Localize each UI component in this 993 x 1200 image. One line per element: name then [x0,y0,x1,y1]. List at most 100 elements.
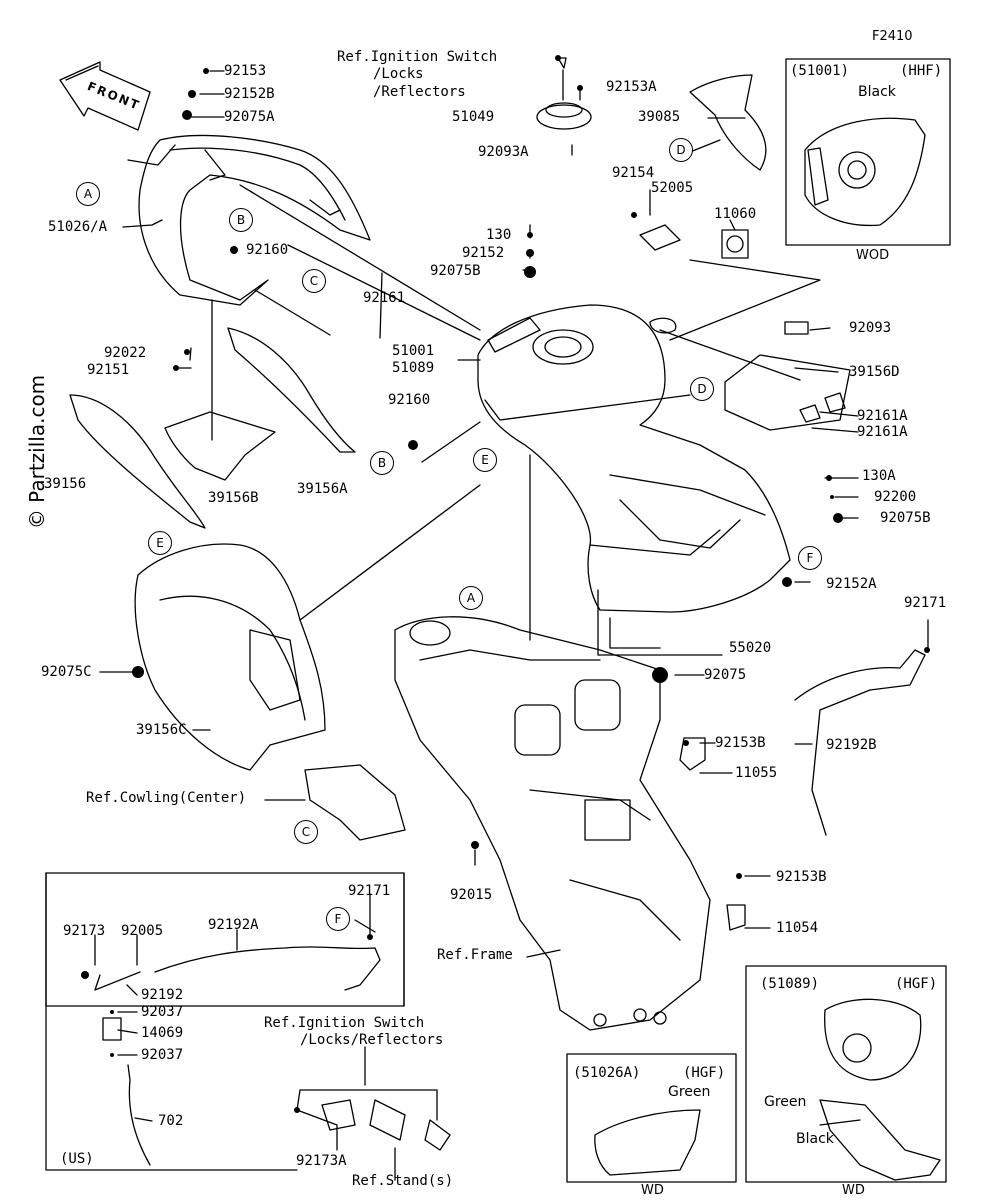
ref-ignition-top-2: /Locks [373,66,424,82]
part-label: 39156C [136,722,187,738]
inset-51026A-color: Green [668,1084,711,1100]
part-label: 92075B [880,510,931,526]
part-label: 92161A [857,408,908,424]
inset-51089-variant: (HGF) [895,976,938,992]
part-label: 92153A [606,79,657,95]
heat-shield-part [134,543,326,771]
ref-cowling-center: Ref.Cowling(Center) [86,790,247,806]
inset-51089-footer: WD [842,1183,865,1198]
cover-39085 [689,74,767,171]
part-label: 92161A [857,424,908,440]
part-label: 51001 [392,343,435,359]
part-label: 92093 [849,320,892,336]
part-label: 92075A [224,109,275,125]
inset-51026A-footer: WD [641,1183,664,1198]
part-label: 92160 [388,392,431,408]
callout-b: B [229,208,253,232]
part-label: 52005 [651,180,694,196]
callout-f: F [326,907,350,931]
ref-ignition-bottom-1: Ref.Ignition Switch [264,1015,425,1031]
part-label: 130 [486,227,512,243]
part-label: 55020 [729,640,772,656]
inset-51089-color-green: Green [764,1094,807,1110]
part-label: 51089 [392,360,435,376]
fuel-tank-part [477,304,791,613]
ref-frame: Ref.Frame [437,947,513,963]
callout-c: C [294,820,318,844]
part-label: 92173 [63,923,106,939]
frame-part [394,616,711,1031]
part-label: 92171 [348,883,391,899]
part-label: 92075B [430,263,481,279]
inset-51089-code: (51089) [760,976,820,992]
part-label: 92037 [141,1047,184,1063]
panel-39156 [69,394,206,529]
callout-b: B [370,451,394,475]
part-label: 92005 [121,923,164,939]
callout-f: F [798,546,822,570]
part-label: 92192A [208,917,259,933]
inset-51001-code: (51001) [790,63,850,79]
part-label: 92173A [296,1153,347,1169]
panel-39156B [164,411,276,481]
inset-51001-variant: (HHF) [900,63,943,79]
inset-51026A-code: (51026A) [573,1065,641,1081]
part-label: 92171 [904,595,947,611]
part-label: 130A [862,468,896,484]
inset-frame-51026A [566,1053,737,1183]
figure-code: F2410 [872,29,913,44]
part-label: 92015 [450,887,493,903]
part-label: 39156A [297,481,348,497]
front-arrow-icon [59,61,151,131]
inset-51001-footer: WOD [856,248,890,263]
part-label: 92152B [224,86,275,102]
part-label: 92075 [704,667,747,683]
callout-d: D [669,138,693,162]
ref-ignition-top-3: /Reflectors [373,84,466,100]
part-label: 92154 [612,165,655,181]
us-box-frame [45,872,405,1171]
part-label: 92192B [826,737,877,753]
part-label: 92037 [141,1004,184,1020]
hose-92192B [794,649,926,836]
hose-702 [127,1064,151,1166]
ref-stand: Ref.Stand(s) [352,1173,454,1189]
callout-c: C [302,269,326,293]
part-label: 92151 [87,362,130,378]
part-label: 92093A [478,144,529,160]
shield-39156D [724,354,851,431]
part-label: 51026/A [48,219,108,235]
part-label: 92153B [776,869,827,885]
inset-51026A-variant: (HGF) [683,1065,726,1081]
part-label: 39156 [44,476,87,492]
part-label: 39085 [638,109,681,125]
part-label: 92152 [462,245,505,261]
cowling-center-part [304,764,406,841]
callout-a: A [76,182,100,206]
part-label: 39156B [208,490,259,506]
part-label: 39156D [849,364,900,380]
fuel-cap-part [536,102,592,130]
part-label: 11060 [714,206,757,222]
part-label: 702 [158,1113,184,1129]
inset-51001-color: Black [858,84,896,100]
part-label: 92153B [715,735,766,751]
part-label: 92022 [104,345,147,361]
part-label: 92153 [224,63,267,79]
us-box-region: (US) [60,1151,94,1167]
callout-e: E [473,448,497,472]
inset-51089-color-black: Black [796,1131,834,1147]
side-cowl-part [138,134,371,306]
ref-ignition-top-1: Ref.Ignition Switch [337,49,498,65]
ref-ignition-bottom-2: /Locks/Reflectors [300,1032,444,1048]
hose-92192A [154,946,381,991]
callout-d: D [690,377,714,401]
callout-e: E [148,531,172,555]
part-label: 14069 [141,1025,184,1041]
inset-frame-51001 [785,58,951,246]
part-label: 92192 [141,987,184,1003]
inset-frame-51089 [745,965,947,1183]
part-label: 11055 [735,765,778,781]
